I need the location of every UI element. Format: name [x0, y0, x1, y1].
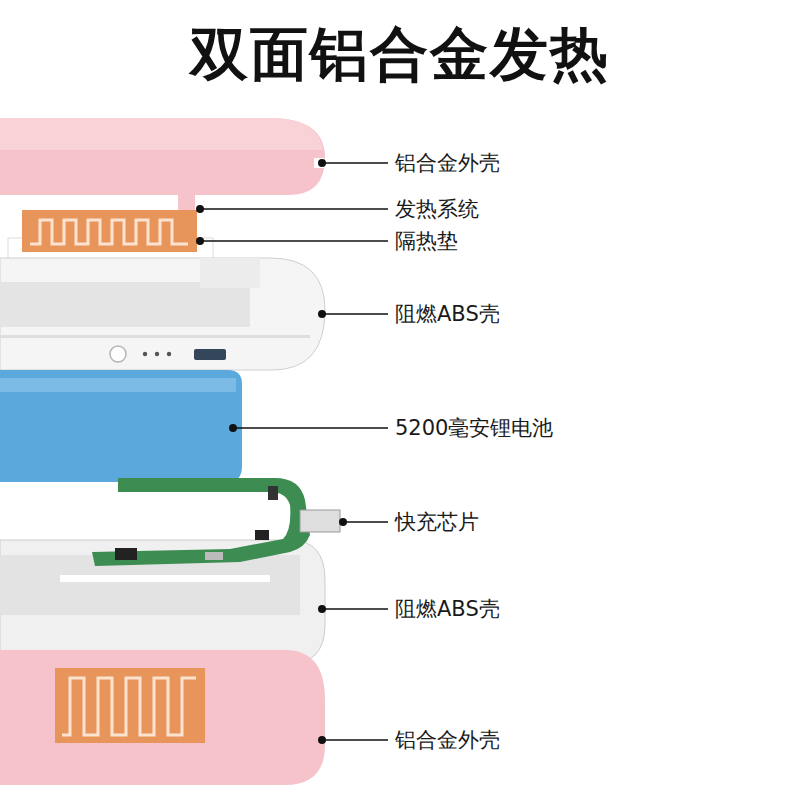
shell-recess	[200, 258, 260, 288]
pcb-port	[205, 552, 223, 560]
pcb-component	[255, 530, 269, 540]
part-label: 铝合金外壳	[395, 149, 500, 177]
pcb-component	[115, 548, 137, 560]
pcb-component	[268, 486, 278, 500]
usb-port	[194, 349, 226, 360]
power-button	[110, 346, 126, 362]
battery-highlight	[0, 378, 236, 392]
shell-slot	[60, 575, 270, 582]
part-label: 快充芯片	[395, 508, 479, 536]
leader-lines	[200, 163, 388, 740]
shell-recess	[0, 282, 250, 327]
leader-dots	[196, 159, 347, 744]
leader-line	[200, 208, 388, 210]
leader-dot	[196, 205, 204, 213]
shell-highlight	[0, 118, 323, 150]
heater-film	[22, 210, 197, 252]
leader-line	[322, 739, 388, 741]
part-label: 隔热垫	[395, 227, 458, 255]
indicator-dot	[143, 352, 147, 356]
leader-dot	[339, 518, 347, 526]
leader-dot	[318, 159, 326, 167]
usb-a-port	[300, 510, 340, 532]
battery	[0, 370, 242, 482]
title: 双面铝合金发热	[190, 16, 610, 94]
pcb-board	[92, 478, 310, 566]
part-label: 铝合金外壳	[395, 726, 500, 754]
indicator-dot	[155, 352, 159, 356]
heater-trace	[62, 678, 196, 735]
aluminium-shell	[0, 650, 325, 785]
leader-line	[200, 240, 388, 242]
part-label: 发热系统	[395, 195, 479, 223]
part-label: 阻燃ABS壳	[395, 595, 500, 623]
leader-dot	[229, 424, 237, 432]
heater-film	[55, 668, 205, 743]
part-label: 阻燃ABS壳	[395, 300, 500, 328]
leader-dot	[318, 605, 326, 613]
leader-line	[322, 313, 388, 315]
abs-shell	[0, 258, 325, 370]
leader-dot	[318, 310, 326, 318]
indicator-dot	[167, 352, 171, 356]
leader-dot	[318, 736, 326, 744]
leader-line	[343, 521, 388, 523]
aluminium-shell	[0, 118, 325, 210]
shell-edge	[0, 335, 310, 338]
leader-line	[233, 427, 388, 429]
leader-line	[322, 162, 388, 164]
leader-dot	[196, 237, 204, 245]
part-label: 5200毫安锂电池	[395, 414, 553, 442]
leader-line	[322, 608, 388, 610]
heater-trace	[30, 220, 188, 244]
